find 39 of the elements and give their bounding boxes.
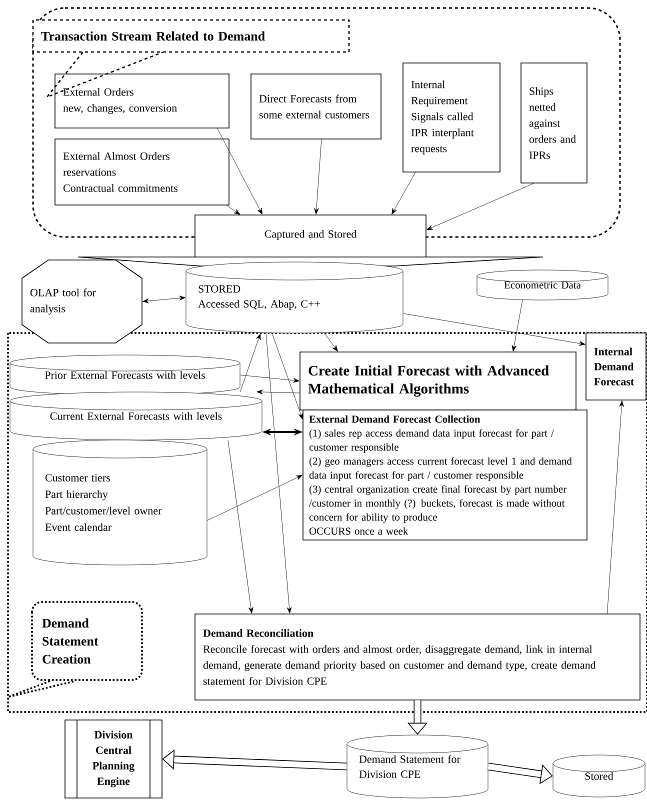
arrow [240,334,261,392]
arrow [217,128,262,214]
database-cylinder: Econometric Data [476,270,608,300]
process-box: Create Initial Forecast with Advanced Mathematical Algorithms [300,352,576,410]
predefined-process-box: Division Central Planning Engine [64,720,162,798]
arrow [314,139,322,214]
arrow [512,300,523,352]
arrow [266,333,292,614]
database-cylinder: Stored [552,754,646,798]
database-cylinder: Prior External Forecasts with levels [10,354,240,396]
database-cylinder: Demand Statement for Division CPE [346,734,488,798]
process-box: Ships netted against orders and IPRs [520,62,588,184]
node-label: Stored [585,772,614,780]
node-label: Demand Statement for Division CPE [359,755,460,778]
arrow [272,333,303,420]
arrow [228,440,254,614]
arrow [324,333,338,352]
process-box: External Orders new, changes, conversion [54,74,230,128]
process-box: Demand Reconciliation Reconcile forecast with orders and almost order, disaggregate demand, link in internal demand, generate demand priority based on customer and demand type, create demand statement for Division CPE [194,614,640,700]
arrow [426,183,534,230]
callout-label: Transaction Stream Related to Demand [32,19,350,53]
callout-label: Demand Statement Creation [31,601,143,681]
arrow [226,205,240,215]
leader-line [7,680,75,698]
process-box: External Almost Orders reservations Contractual commitments [54,138,230,206]
database-cylinder: Current External Forecasts with levels [10,392,262,440]
leader-line [44,52,164,98]
database-cylinder: STORED Accessed SQL, Abap, C++ [186,262,404,334]
arrow [403,313,586,346]
arrow [392,172,416,214]
process-box: Internal Requirement Signals called IPR interplant requests [402,62,500,172]
arrow [607,400,624,614]
arrow [240,374,300,383]
process-box: Internal Demand Forecast [586,332,646,400]
database-cylinder: Customer tiers Part hierarchy Part/customer/level owner Event calendar [32,440,208,566]
arrow [207,475,302,521]
process-box: Direct Forecasts from some external customers [250,74,382,140]
arrow [256,390,300,394]
arrow [142,296,186,304]
